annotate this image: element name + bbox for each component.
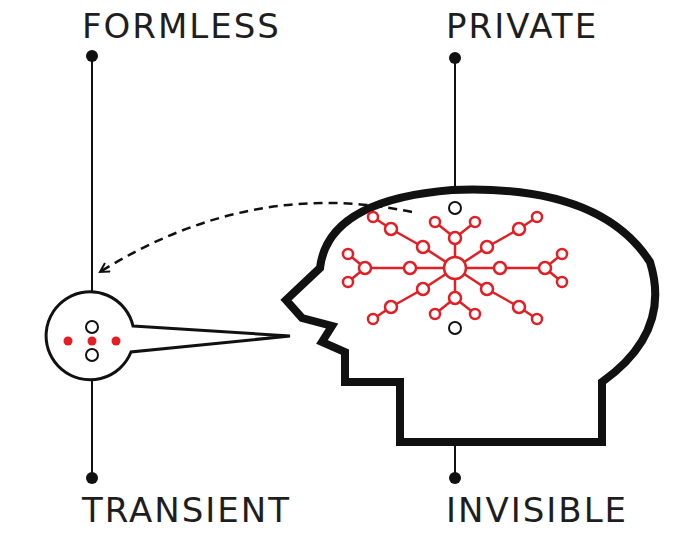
left-axis [91,56,93,478]
axis-label: TRANSIENT [82,490,291,530]
thought-network [343,212,567,324]
axis-dot [449,472,461,484]
axis-label: PRIVATE [446,6,598,46]
speech-bubble [46,292,290,380]
axis-node [86,321,98,333]
speech-dot [64,337,73,346]
speech-dot [112,337,121,346]
axis-node [449,322,461,334]
speech-dot [88,337,97,346]
axis-node [449,202,461,214]
axis-dot [86,50,98,62]
axis-dot [449,52,461,64]
axis-dot [86,472,98,484]
axis-label: INVISIBLE [446,490,628,530]
axis-label: FORMLESS [82,6,281,46]
axis-node [86,349,98,361]
head-outline [286,190,655,442]
